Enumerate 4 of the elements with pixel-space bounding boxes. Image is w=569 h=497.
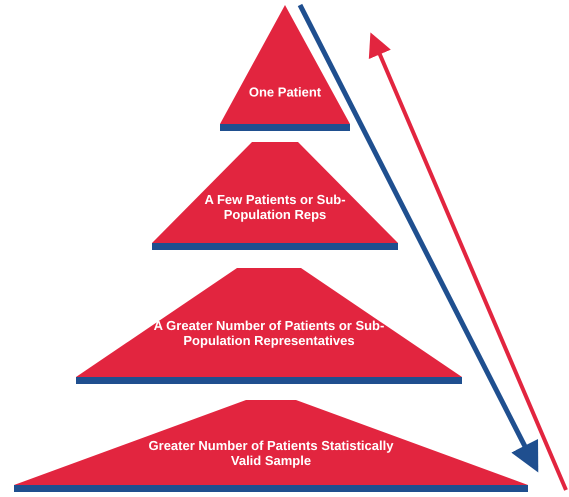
tier-label: Greater Number of Patients Statistically Valid Sample bbox=[148, 439, 394, 469]
tier-label: One Patient bbox=[248, 86, 322, 100]
tier-label: A Few Patients or Sub-Population Reps bbox=[203, 193, 347, 223]
tier-label: A Greater Number of Patients or Sub-Population Representatives bbox=[152, 319, 386, 349]
